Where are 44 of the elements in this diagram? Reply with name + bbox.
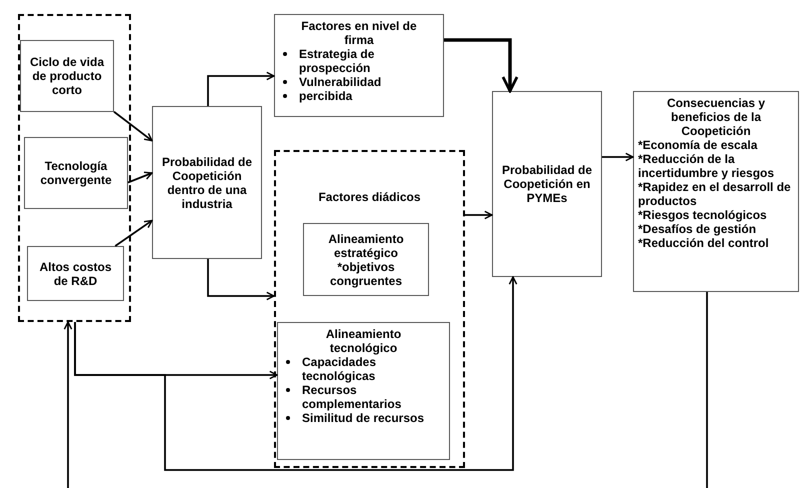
process-box xyxy=(633,91,799,292)
arrow xyxy=(114,220,153,247)
node-text: Tecnología convergente xyxy=(39,159,113,187)
arrow xyxy=(128,172,153,184)
process-box xyxy=(152,106,262,259)
process-box xyxy=(492,91,602,277)
list-item: *Economía de escala xyxy=(638,138,758,152)
arrow xyxy=(465,210,493,220)
arrow xyxy=(207,259,275,300)
node-text: *objetivos congruentes xyxy=(328,260,403,288)
process-box xyxy=(24,137,128,209)
list-item: *Riesgos tecnológicos xyxy=(638,208,768,222)
arrow xyxy=(64,321,72,488)
node-text: Probabilidad de Coopetición en PYMEs xyxy=(501,163,593,205)
arrow xyxy=(113,111,153,142)
node-text: Alineamiento estratégico xyxy=(327,232,405,260)
arrow xyxy=(207,72,275,106)
process-box xyxy=(277,322,450,460)
list-item: *Reducción del control xyxy=(638,236,770,250)
arrow xyxy=(602,152,634,162)
node-heading: Alineamiento tecnológico xyxy=(324,327,402,355)
bullet-text: Estrategia de prospección xyxy=(299,47,376,75)
node-heading: Consecuencias y beneficios de la Coopetición xyxy=(666,96,766,138)
node-text: Ciclo de vida de producto corto xyxy=(29,55,105,97)
bullet-text: percibida xyxy=(299,89,352,103)
bullet-text: Vulnerabilidad xyxy=(299,75,382,89)
arrow xyxy=(74,276,518,471)
arrow xyxy=(444,38,518,92)
node-heading: Factores en nivel de firma xyxy=(300,19,418,47)
bullet-text: Similitud de recursos xyxy=(302,411,424,425)
bullet-text: Capacidades tecnológicas xyxy=(302,355,378,383)
bullet-text: Recursos complementarios xyxy=(302,383,402,411)
process-box xyxy=(303,223,429,296)
node-text: Probabilidad de Coopetición dentro de una industria xyxy=(161,154,253,210)
group-heading: Factores diádicos xyxy=(318,190,421,204)
list-item: *Rapidez en el desarroll de productos xyxy=(638,180,792,208)
dashed-group-box xyxy=(274,150,465,468)
process-box xyxy=(274,14,444,117)
dashed-group-box xyxy=(18,14,131,322)
process-box xyxy=(27,246,124,301)
process-box xyxy=(20,40,114,112)
list-item: *Reducción de la incertidumbre y riesgos xyxy=(638,152,776,180)
list-item: *Desafíos de gestión xyxy=(638,222,758,236)
node-text: Altos costos de R&D xyxy=(38,260,112,288)
